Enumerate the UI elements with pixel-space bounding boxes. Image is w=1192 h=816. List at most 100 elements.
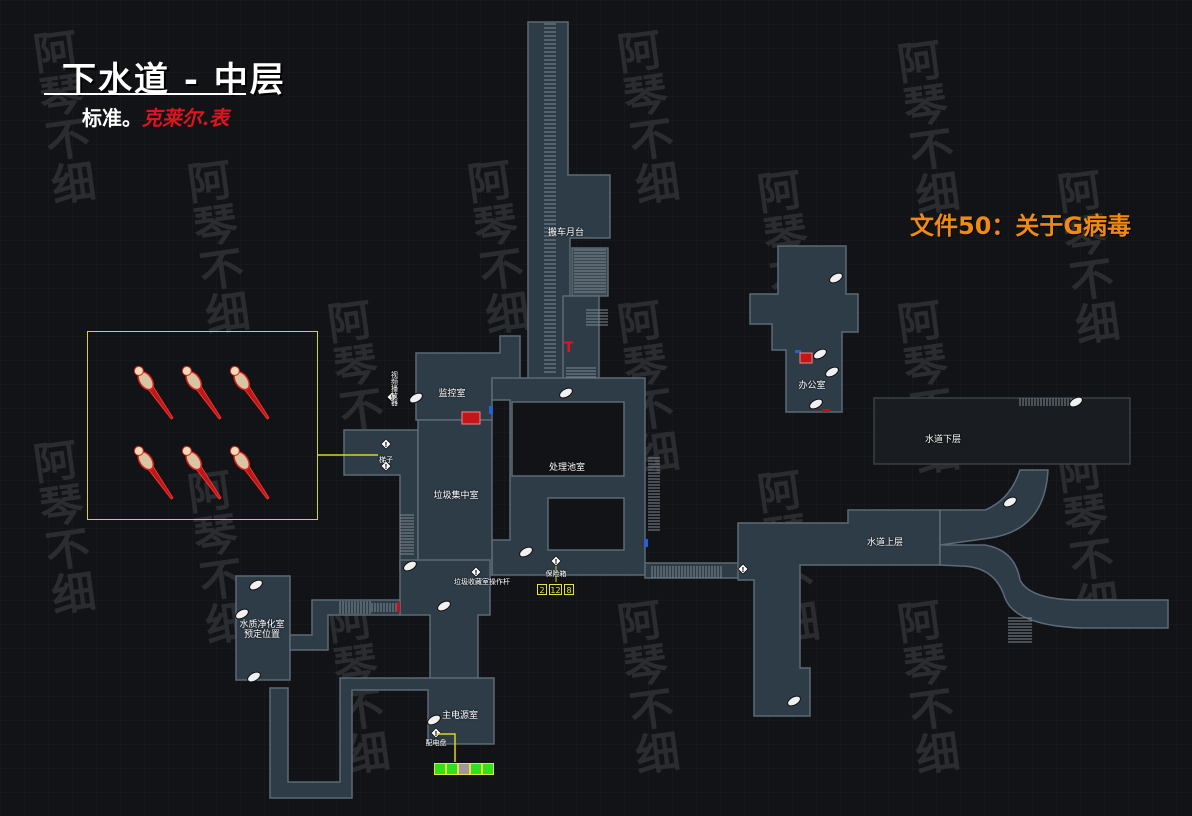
- room-label-water-purification: 水质净化室 预定位置: [239, 620, 285, 640]
- door-blue-2: [644, 539, 648, 547]
- pickup-item-icon: [813, 348, 827, 360]
- marker-label-fuse-box: 配电盘: [425, 739, 447, 747]
- watermark-glyph: 细: [48, 566, 99, 623]
- pickup-item-icon: [559, 387, 573, 399]
- room-east-junction: [737, 509, 941, 717]
- pickup-item-icon: [825, 366, 839, 378]
- exclamation-marker-icon: !: [737, 563, 749, 575]
- waterway-upper-branch: [939, 469, 1049, 546]
- title-underline: [44, 93, 246, 95]
- watermark-glyph: 不: [1066, 252, 1117, 309]
- watermark-glyph: 琴: [620, 68, 671, 125]
- map-subtitle: 标准。克莱尔.表: [82, 102, 229, 131]
- callout-line-fuse: [437, 733, 456, 762]
- room-shapes: [235, 21, 1169, 799]
- pickup-item-icon: [235, 608, 249, 620]
- watermark-glyph: 细: [202, 286, 253, 343]
- watermark-glyph: 细: [48, 156, 99, 213]
- fuse-slot: [434, 763, 446, 775]
- watermark-glyph: 阿: [614, 294, 665, 351]
- hazard-markers: !!!!!!!: [380, 391, 749, 739]
- marker-label-safe: 保险箱: [545, 570, 567, 578]
- pickup-item-icon: [809, 398, 823, 410]
- svg-text:!: !: [390, 394, 393, 402]
- fuse-state-panel: [434, 763, 494, 775]
- watermark-glyph: 阿: [30, 24, 81, 81]
- watermark-glyph: 阿: [30, 434, 81, 491]
- watermark-glyph: 不: [42, 522, 93, 579]
- king-piece-icon: [133, 365, 174, 420]
- pickup-item-icon: [249, 579, 263, 591]
- office-red-item-icon: [799, 352, 813, 364]
- safe-code-digit-1: 2: [537, 584, 547, 595]
- fuse-slot: [482, 763, 494, 775]
- room-label-office: 办公室: [798, 381, 826, 391]
- watermark-glyph: 阿: [894, 294, 945, 351]
- door-red-1: [397, 602, 400, 612]
- watermark-glyph: 阿: [754, 464, 805, 521]
- room-label-garbage: 垃圾集中室: [433, 491, 479, 501]
- subtitle-highlight: 克莱尔.表: [142, 106, 229, 130]
- item-icons: [235, 272, 1083, 726]
- door-red-2: [822, 409, 830, 412]
- watermark-glyph: 阿: [184, 464, 235, 521]
- subtitle-prefix: 标准。: [82, 106, 142, 130]
- corridor-east: [644, 562, 741, 579]
- marker-label-ladder: 梯子: [379, 456, 393, 464]
- room-label-treatment: 处理池室: [548, 463, 586, 473]
- watermark-glyph: 阿: [614, 594, 665, 651]
- safe-code-digit-3: 8: [564, 584, 574, 595]
- exclamation-marker-icon: !: [430, 727, 442, 739]
- exclamation-marker-icon: !: [380, 438, 392, 450]
- watermark-glyph: 细: [1072, 296, 1123, 353]
- room-red-door-area: [562, 295, 600, 379]
- watermark-glyph: 琴: [900, 338, 951, 395]
- pickup-item-icon: [787, 695, 801, 707]
- room-label-upper-waterway: 水道上层: [866, 538, 904, 548]
- watermark-glyph: 细: [912, 166, 963, 223]
- watermark-glyph: 不: [196, 242, 247, 299]
- document-title: 文件50：关于G病毒: [910, 212, 1132, 240]
- marker-label-shortcut: 视频播放器: [391, 371, 398, 407]
- watermark-glyph: 不: [626, 112, 677, 169]
- watermark-glyph: 阿: [894, 594, 945, 651]
- door-blue-3: [795, 350, 801, 353]
- fuse-slot: [446, 763, 458, 775]
- watermark-glyph: 阿: [614, 24, 665, 81]
- svg-text:!: !: [741, 566, 744, 574]
- watermark-glyph: 不: [1066, 532, 1117, 589]
- watermark-glyph: 琴: [330, 338, 381, 395]
- connector-west: [289, 599, 401, 651]
- room-water-purification: [235, 575, 291, 681]
- pickup-item-icon: [409, 392, 423, 404]
- watermark-glyph: 不: [42, 112, 93, 169]
- watermark-glyph: 琴: [1060, 208, 1111, 265]
- watermark-glyph: 琴: [190, 198, 241, 255]
- room-label-lower-waterway: 水道下层: [924, 435, 962, 445]
- pickup-item-icon: [437, 600, 451, 612]
- map-items: T: [461, 340, 813, 425]
- treatment-pool-lower: [547, 497, 625, 551]
- watermark-glyph: 不: [626, 682, 677, 739]
- room-lower-waterway: [873, 397, 1131, 465]
- watermark-glyph: 琴: [36, 478, 87, 535]
- room-label-monitor: 监控室: [438, 389, 466, 399]
- safe-code-panel: 2 12 8: [537, 584, 574, 595]
- chess-plug-graphic: [133, 365, 270, 500]
- pickup-item-icon: [247, 671, 261, 683]
- watermark-glyph: 阿: [754, 164, 805, 221]
- pickup-item-icon: [519, 546, 533, 558]
- pickup-item-icon: [1069, 396, 1083, 408]
- pickup-item-icon: [403, 560, 417, 572]
- watermark-glyph: 阿: [324, 294, 375, 351]
- rook-piece-icon: [229, 445, 270, 500]
- watermark-glyph: 不: [906, 122, 957, 179]
- watermark-glyph: 细: [912, 726, 963, 783]
- watermark-glyph: 不: [906, 682, 957, 739]
- pawn-piece-icon: [229, 365, 270, 420]
- watermark-glyph: 细: [632, 156, 683, 213]
- watermark-glyph: 阿: [1054, 164, 1105, 221]
- chess-plug-panel: [87, 331, 318, 520]
- waterway-upper-east: [939, 544, 1169, 629]
